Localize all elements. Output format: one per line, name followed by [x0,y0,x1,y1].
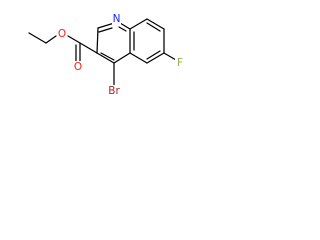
bond-c3-c4-inner [100,52,115,61]
bond-oester-ch2 [45,35,57,44]
bromine-label: Br [108,85,120,97]
bond-c6-c5-inner [146,50,161,60]
nitrogen-atom: N [112,13,121,25]
bond-c3-c4 [96,52,115,64]
bond-c3-ccarbonyl [79,42,98,54]
bond-carbonyl-oester [67,35,81,44]
molecule-structure: N F Br O O [28,13,184,97]
bond-c8a-n1-inner [118,26,127,32]
atom-labels: N F Br O O [57,13,184,97]
bromine-atom: Br [106,85,122,97]
substituent-bonds [28,32,177,87]
bond-ch2-ch3 [28,32,47,44]
bond-c8a-n1 [119,22,131,30]
bond-c2-c3 [96,27,99,54]
ester-oxygen-atom: O [57,28,67,40]
ester-oxygen-label: O [58,28,66,40]
carbonyl-oxygen-atom: O [73,61,83,73]
bond-c4-c4a [113,52,131,64]
nitrogen-label: N [113,13,121,25]
fluorine-label: F [177,57,183,69]
bond-c8a-c8 [129,18,148,30]
carbonyl-oxygen-label: O [74,61,82,73]
bond-c6-f [163,52,177,61]
fluorine-atom: F [175,57,184,69]
bond-c6-c5 [146,52,165,64]
bond-c5-c4a [129,52,148,64]
bond-c8-c7 [146,18,165,30]
bond-n1-c2-inner [98,27,113,33]
bond-c8-c7-inner [146,22,161,32]
quinoline-core-bonds [96,18,165,64]
